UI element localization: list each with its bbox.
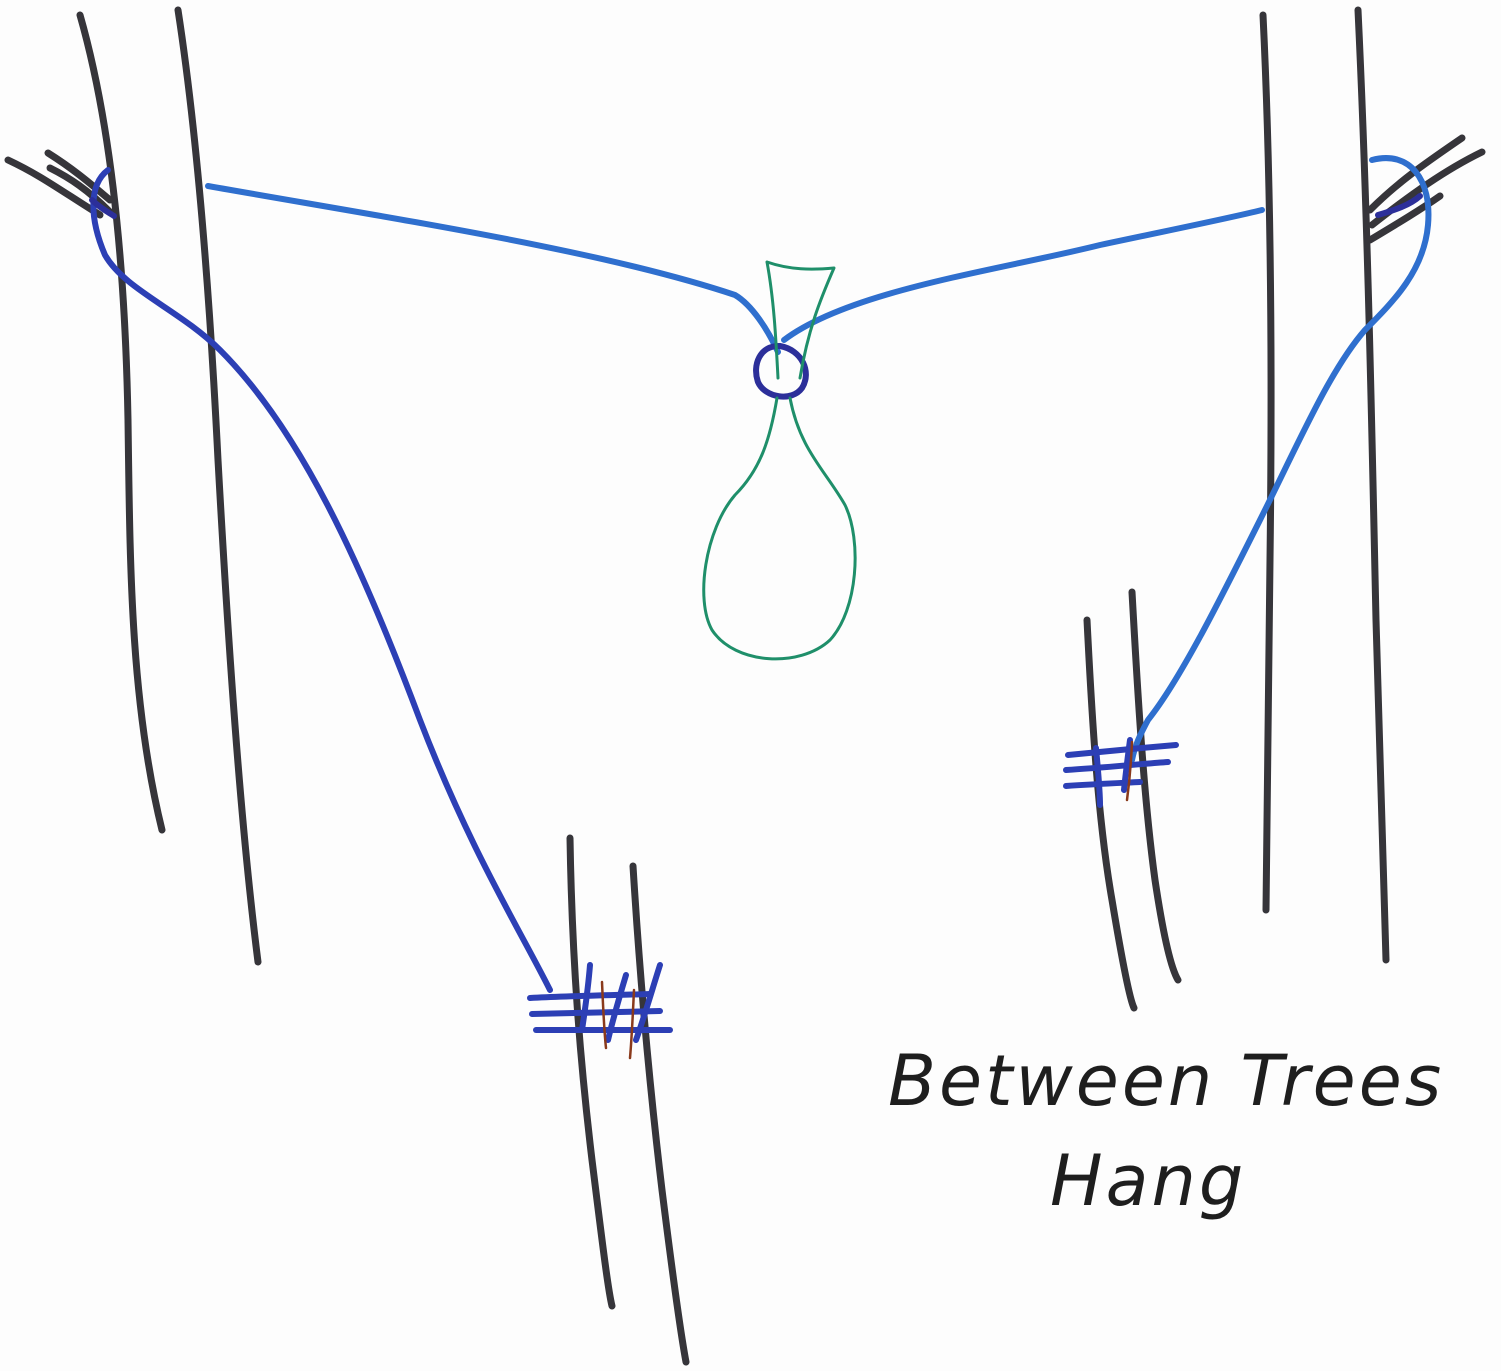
lower-right-tree-lashing [1063,737,1179,808]
upper-right-tree [1259,6,1486,964]
upper-left-tree-branch-1 [4,156,104,219]
food-bag [702,260,857,661]
lower-middle-tree-trunk-left [566,834,616,1310]
knot-loop [753,343,809,400]
lower-right-tree-trunk-right [1128,588,1182,984]
right-guy-rope-line [1129,155,1432,763]
bag-top-flap [765,260,836,380]
upper-right-tree-trunk-left [1259,11,1275,914]
lower-middle-tree [566,834,690,1366]
lashing-tick-1 [600,980,608,1050]
lashing-wrap-1 [1065,742,1179,758]
left-guy-rope-line [90,167,553,993]
upper-right-tree-branch-3 [1366,192,1444,244]
right-guy-rope [1129,155,1432,763]
lashing-wrap-3 [1063,779,1143,789]
lashing-tick-2 [628,988,636,1060]
main-rope-left-span [205,183,781,355]
main-rope [205,183,1265,400]
lashing-wrap-1 [527,991,653,1001]
lower-middle-tree-trunk-right [629,862,690,1366]
lashing-wrap-5 [1121,737,1133,793]
upper-left-tree-branch-2 [44,149,114,204]
upper-right-tree-trunk-right [1354,6,1390,964]
lower-middle-tree-lashing [527,962,673,1060]
left-guy-rope [89,167,553,993]
lower-right-tree-trunk-left [1083,616,1138,1012]
lower-right-tree [1083,588,1182,1012]
upper-left-tree [4,6,262,966]
lashing-wrap-4 [579,962,593,1033]
lashing-tick-1 [1125,740,1134,802]
left-guy-rope-branch-loop [89,197,117,219]
lashing-wrap-2 [529,1008,663,1017]
lashing-wrap-4 [1093,745,1103,808]
right-guy-rope-branch-loop [1375,193,1423,218]
upper-left-tree-trunk-left [76,11,166,834]
caption-title-line-2: Hang [1050,1140,1247,1222]
main-rope-right-span [781,207,1265,343]
upper-left-tree-trunk-right [174,6,262,966]
bag-neck-and-body [702,396,857,661]
lashing-wrap-2 [1063,759,1171,773]
lashing-wrap-5 [605,972,629,1043]
lashing-wrap-6 [633,962,663,1043]
caption-title-line-1: Between Trees [888,1040,1445,1122]
